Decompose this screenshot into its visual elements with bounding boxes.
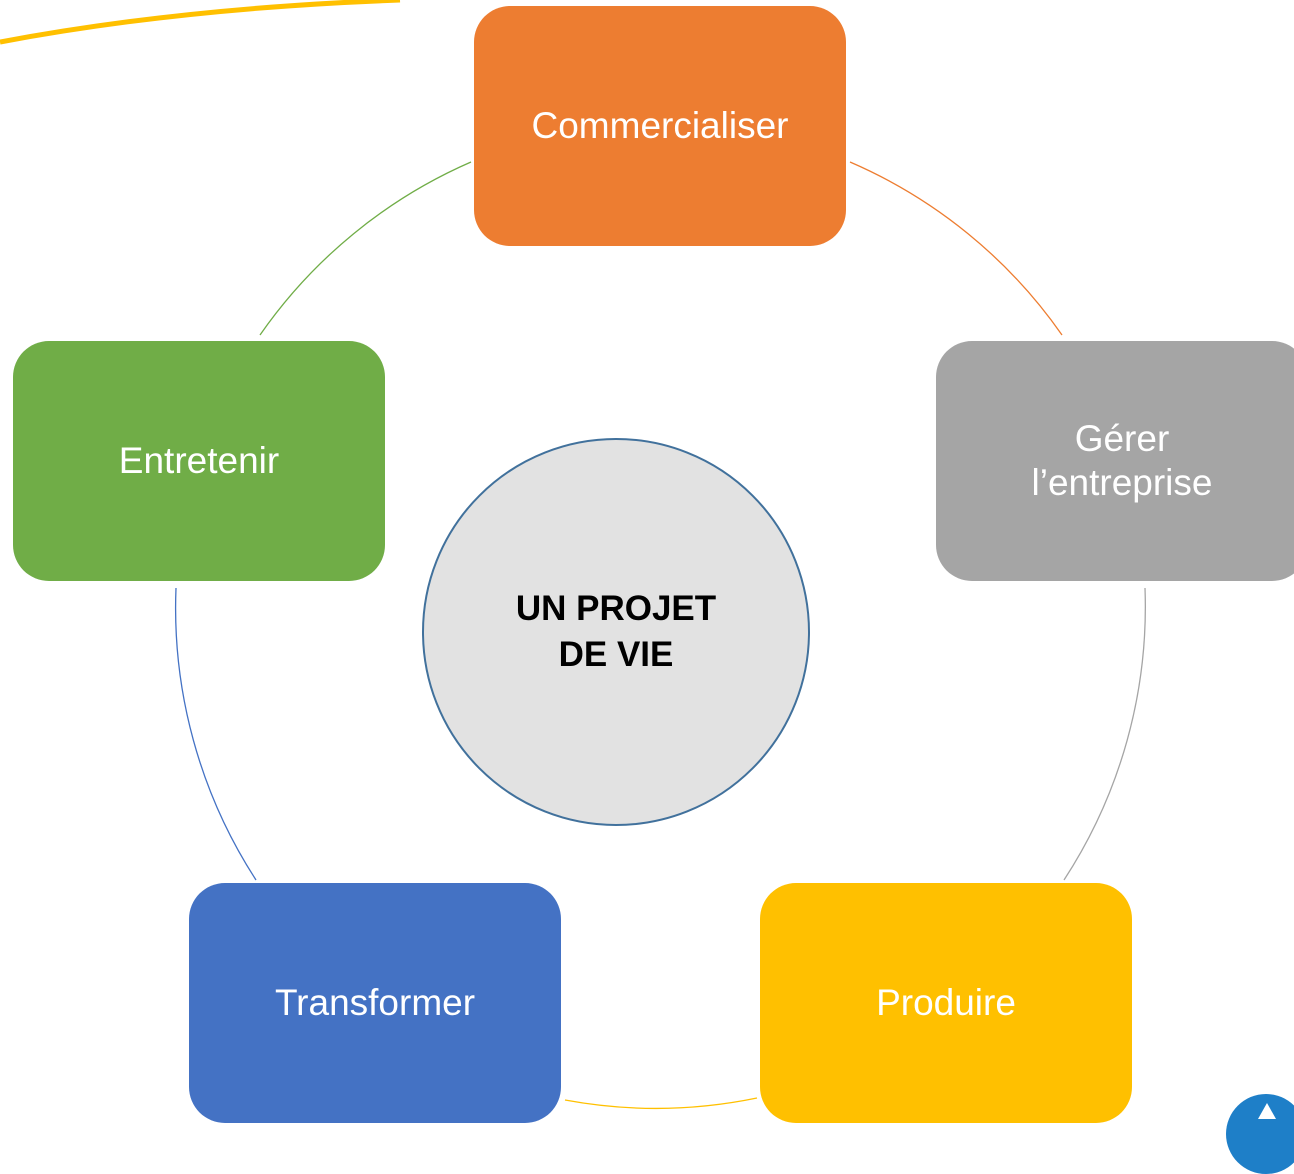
arc-gerer-produire: [1063, 587, 1146, 881]
node-gerer-entreprise: Gérer l’entreprise: [936, 341, 1294, 581]
arc-entretenir-commercialiser: [259, 161, 472, 336]
node-produire-label: Produire: [876, 982, 1016, 1023]
center-label-line2: DE VIE: [558, 635, 674, 674]
corner-logo-mark-icon: [1258, 1103, 1276, 1119]
node-commercialiser: Commercialiser: [474, 6, 846, 246]
arc-transformer-entretenir: [174, 587, 257, 881]
cycle-connectors: [0, 0, 1146, 1109]
center-label-line1: UN PROJET: [515, 589, 717, 628]
node-gerer-label-line2: l’entreprise: [1031, 462, 1213, 503]
node-gerer-label-line1: Gérer: [1074, 418, 1170, 459]
node-transformer: Transformer: [189, 883, 561, 1123]
node-entretenir: Entretenir: [13, 341, 385, 581]
node-transformer-label: Transformer: [274, 982, 476, 1023]
swoosh-accent: [0, 0, 401, 45]
node-produire: Produire: [760, 883, 1132, 1123]
arc-commercialiser-gerer: [849, 161, 1063, 336]
node-entretenir-label: Entretenir: [118, 440, 280, 481]
center-circle: UN PROJET DE VIE: [422, 438, 810, 826]
node-commercialiser-label: Commercialiser: [531, 105, 789, 146]
arc-produire-transformer: [564, 1097, 758, 1109]
